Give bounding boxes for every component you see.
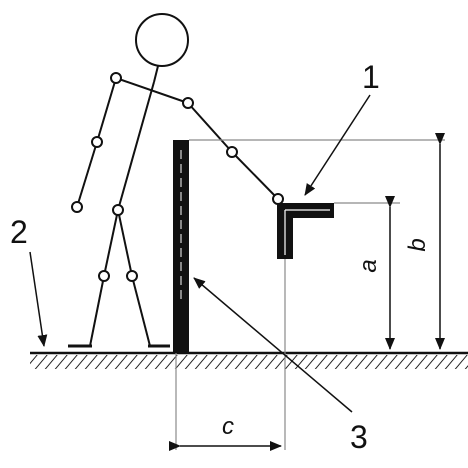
callout-3-label: 3 (350, 419, 368, 455)
figure-neck (153, 65, 159, 83)
ground (30, 351, 468, 369)
figure-right-shin (131, 275, 151, 347)
ground-hatching (30, 355, 468, 369)
dimension-a: a (355, 196, 395, 350)
figure-shoulders (115, 77, 189, 104)
hazard-point (277, 203, 334, 259)
figure-left-thigh (103, 209, 119, 277)
figure-right-thigh (117, 209, 133, 277)
figure-front-forearm (231, 151, 279, 200)
dimension-c: c (169, 413, 282, 451)
dimension-b: b (404, 133, 445, 350)
figure-head (135, 13, 189, 67)
barrier (173, 140, 189, 354)
callout-2: 2 (10, 214, 48, 347)
figure-joints (71, 72, 284, 282)
callout-1-label: 1 (362, 59, 380, 95)
dimension-c-label: c (222, 413, 234, 440)
figure-left-shin (89, 275, 105, 347)
dimension-a-label: a (355, 259, 382, 272)
barrier-post (173, 140, 189, 354)
human-figure (68, 13, 284, 348)
figure-rear-upper-arm (96, 77, 117, 143)
figure-spine (117, 81, 155, 211)
callout-1: 1 (304, 59, 380, 196)
callout-2-label: 2 (10, 214, 28, 250)
callout-3: 3 (193, 277, 368, 455)
dimension-b-label: b (404, 238, 431, 251)
figure-rear-forearm (76, 141, 98, 208)
figure-front-upper-arm (187, 102, 233, 153)
